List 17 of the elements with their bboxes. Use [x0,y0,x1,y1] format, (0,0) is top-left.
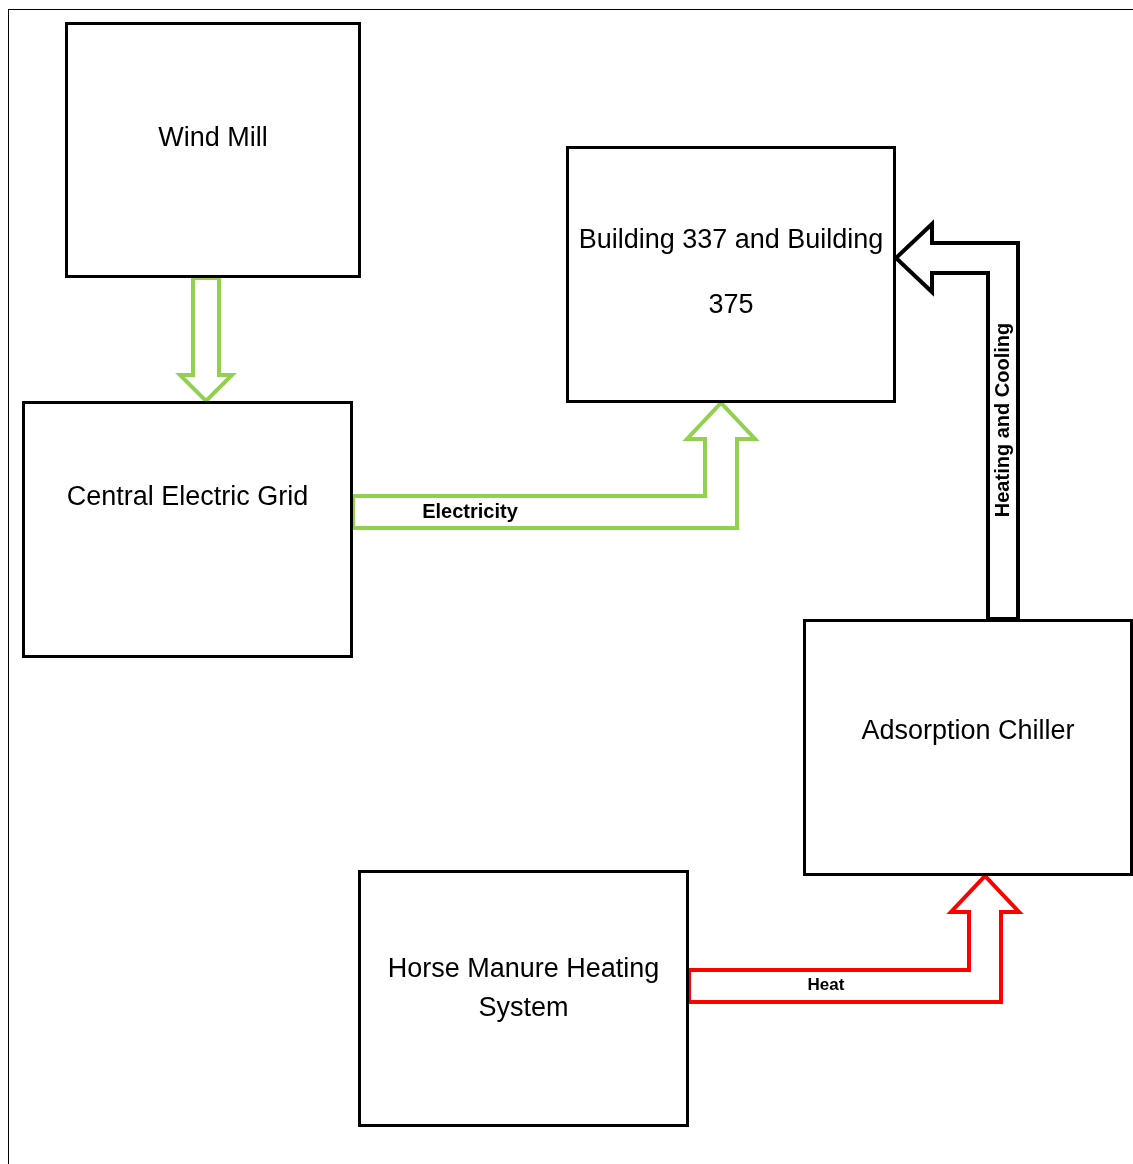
block-arrow [687,873,1024,1004]
edge-label: Heating and Cooling [992,322,1012,518]
process-box [803,619,1133,876]
block-arrow [351,400,760,530]
box-label: Wind Mill [157,121,269,154]
edge-label: Electricity [422,501,518,521]
box-label: Adsorption Chiller [860,714,1076,747]
process-box [566,146,896,403]
edge-label: Heat [807,975,845,993]
box-label: Central Electric Grid [65,480,310,513]
box-label: Horse Manure Heating System [386,952,661,1025]
block-arrow [175,276,237,404]
process-box [65,22,361,278]
block-arrow [893,219,1020,621]
process-box [358,870,689,1127]
box-label: Building 337 and Building 375 [577,223,885,321]
process-box [22,401,353,658]
